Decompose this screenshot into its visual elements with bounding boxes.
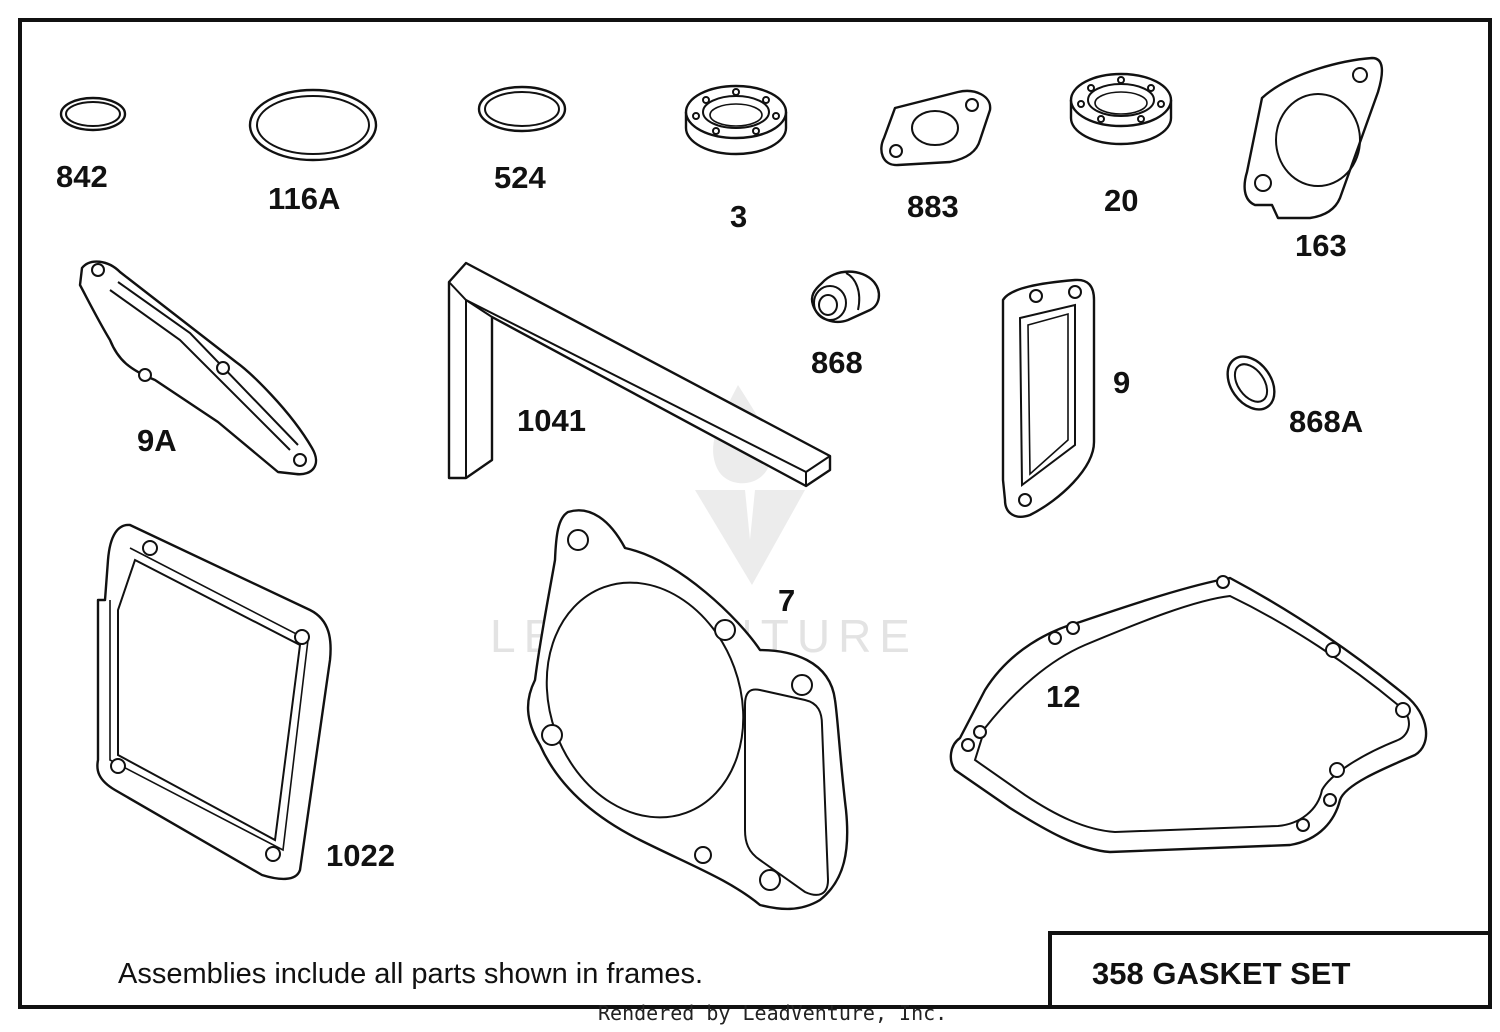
part-label-1022: 1022	[326, 838, 395, 873]
part-1022-gasket	[96, 523, 332, 881]
part-label-116A: 116A	[268, 181, 340, 216]
part-label-524: 524	[494, 160, 546, 195]
part-868A-o-ring	[1226, 355, 1276, 411]
part-3-oil-seal	[684, 84, 788, 156]
part-7-head-gasket	[526, 509, 849, 911]
diagram-frame	[18, 18, 1492, 1009]
part-label-3: 3	[730, 199, 747, 234]
part-label-883: 883	[907, 189, 959, 224]
part-9-gasket	[1001, 278, 1096, 518]
part-label-9: 9	[1113, 365, 1130, 400]
part-842-o-ring	[59, 96, 127, 132]
gasket-set-title: 358 GASKET SET	[1092, 956, 1350, 991]
part-163-gasket	[1243, 56, 1384, 220]
part-label-12: 12	[1046, 679, 1080, 714]
part-868-valve-seal	[810, 270, 881, 324]
title-box	[1048, 931, 1492, 1009]
part-label-163: 163	[1295, 228, 1347, 263]
assemblies-note: Assemblies include all parts shown in fr…	[118, 958, 703, 990]
part-label-9A: 9A	[137, 423, 177, 458]
part-883-gasket	[880, 89, 992, 167]
part-20-oil-seal	[1069, 72, 1173, 146]
part-label-20: 20	[1104, 183, 1138, 218]
render-credit: Rendered by LeadVenture, Inc.	[598, 1001, 947, 1025]
part-label-868A: 868A	[1289, 404, 1363, 439]
part-1041-seal-strip	[447, 261, 832, 488]
part-label-868: 868	[811, 345, 863, 380]
part-label-7: 7	[778, 583, 795, 618]
part-9A-gasket	[78, 260, 318, 476]
part-524-o-ring	[477, 85, 567, 133]
part-116A-o-ring	[248, 88, 378, 162]
part-label-842: 842	[56, 159, 108, 194]
part-label-1041: 1041	[517, 403, 586, 438]
part-12-crankcase-gasket	[949, 575, 1428, 854]
